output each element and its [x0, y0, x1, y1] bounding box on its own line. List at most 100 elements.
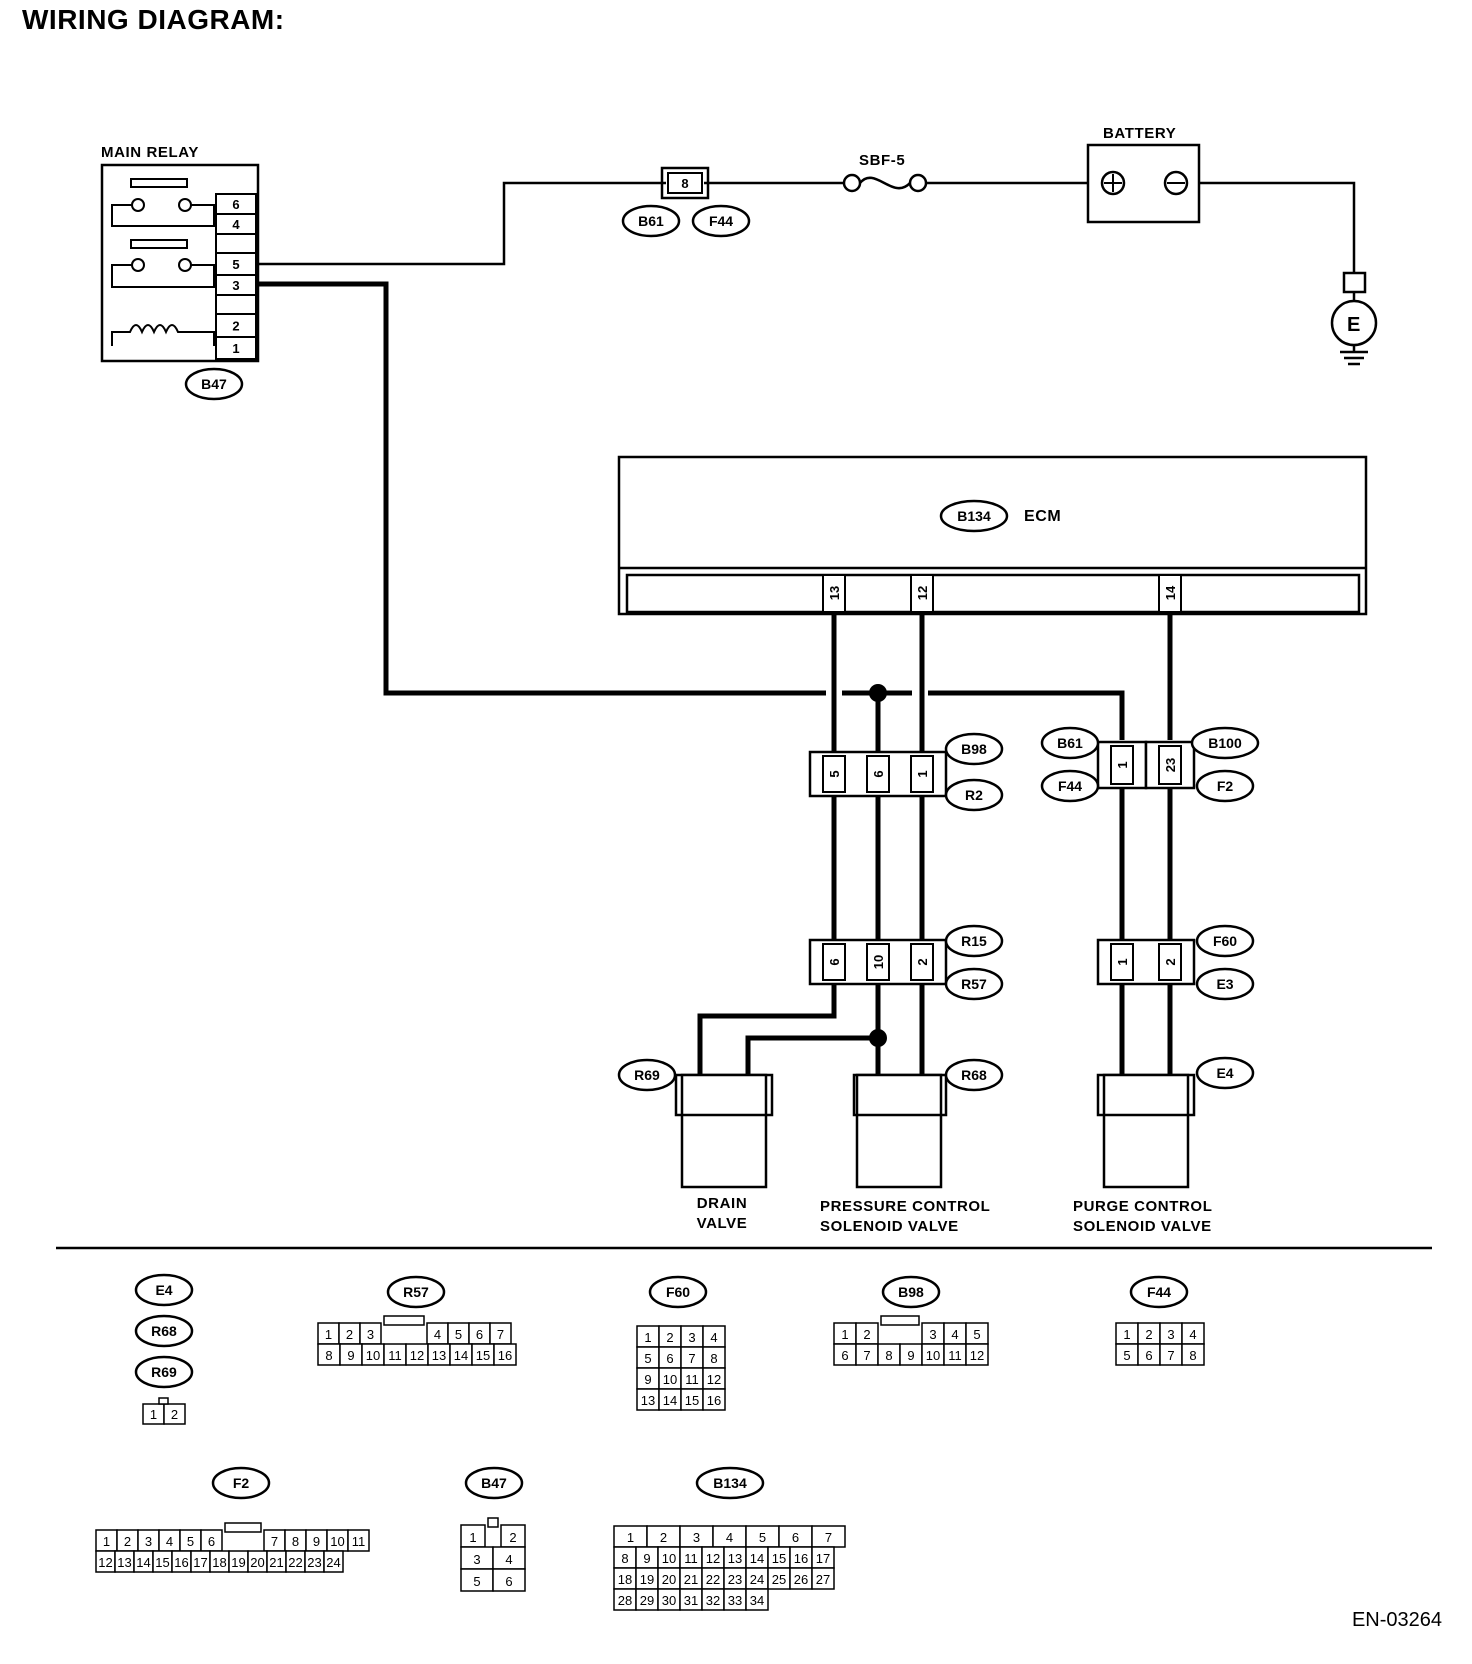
legend-pin-label: 18	[212, 1555, 226, 1570]
badge-label: F60	[666, 1284, 690, 1300]
connector-pin-label: 2	[915, 958, 930, 965]
badge-label: B61	[638, 213, 664, 229]
fuse-connector-pin: 8	[681, 176, 688, 191]
legend-pin-label: 1	[627, 1530, 634, 1545]
badge-outline	[944, 732, 1004, 766]
legend-pin-label: 7	[497, 1327, 504, 1342]
badge-label: B98	[898, 1284, 924, 1300]
legend-pin-label: 7	[825, 1530, 832, 1545]
valve-bodies	[680, 1073, 1190, 1189]
legend-pin-label: 26	[794, 1572, 808, 1587]
connector-pin-cell	[866, 943, 890, 981]
legend-pin-label: 23	[728, 1572, 742, 1587]
legend-pin-label: 6	[792, 1530, 799, 1545]
purge-valve-label-line2: SOLENOID VALVE	[1073, 1218, 1212, 1235]
badge-label: F44	[709, 213, 733, 229]
connector-pin-label: 23	[1163, 758, 1178, 772]
badge-label: R57	[403, 1284, 429, 1300]
badge-b61-top: B61	[621, 204, 681, 238]
legend-pin-label: 32	[706, 1593, 720, 1608]
legend-pin-cell	[492, 1568, 526, 1592]
badge-outline	[1190, 726, 1260, 760]
connector-pin-cell	[866, 755, 890, 793]
connector-b61-f44: 1	[1096, 740, 1148, 790]
legend-badge-e4: E4	[134, 1273, 194, 1307]
fuse-connector-8: 8	[660, 166, 710, 200]
legend-pin-label: 16	[174, 1555, 188, 1570]
legend-pin-label: 13	[728, 1551, 742, 1566]
badge-outline	[944, 967, 1004, 1001]
badge-b61: B61	[1040, 726, 1100, 760]
legend-pin-label: 5	[1123, 1348, 1130, 1363]
legend-pin-label: 20	[662, 1572, 676, 1587]
connector-latch	[880, 1315, 920, 1326]
legend-pin-label: 10	[662, 1551, 676, 1566]
badge-outline	[211, 1466, 271, 1500]
badge-r57: R57	[944, 967, 1004, 1001]
legend-pin-label: 1	[841, 1327, 848, 1342]
badge-e4: E4	[1195, 1056, 1255, 1090]
connector-pin-label: 1	[915, 770, 930, 777]
legend-pin-label: 11	[388, 1348, 402, 1363]
inline-connectors: 561123610212211212	[674, 740, 1196, 1117]
connector-pin-label: 2	[1163, 958, 1178, 965]
drain-valve-label-line2: VALVE	[697, 1215, 748, 1232]
relay-coil	[111, 324, 215, 346]
badge-r69: R69	[617, 1058, 677, 1092]
legend-pin-label: 6	[841, 1348, 848, 1363]
sbf-terminal	[908, 173, 928, 193]
legend-pin-label: 6	[476, 1327, 483, 1342]
legend-pin-label: 27	[816, 1572, 830, 1587]
legend-badge-f60: F60	[648, 1275, 708, 1309]
legend-pin-label: 13	[432, 1348, 446, 1363]
wire-bus-to-purge	[928, 690, 1125, 740]
ecm-label: ECM	[1024, 508, 1061, 525]
badge-r68: R68	[944, 1058, 1004, 1092]
connector-pin-label: 1	[1115, 761, 1130, 768]
splice-junction	[869, 684, 887, 702]
legend-pin-label: 6	[208, 1534, 215, 1549]
badge-label: F2	[1217, 778, 1234, 794]
legend-pin-label: 24	[326, 1555, 340, 1570]
legend-pin-label: 8	[325, 1348, 332, 1363]
main-relay-body	[100, 163, 260, 363]
legend-pin-label: 23	[307, 1555, 321, 1570]
legend-badge-b47: B47	[464, 1466, 524, 1500]
legend-pin-label: 14	[750, 1551, 764, 1566]
badge-outline	[134, 1314, 194, 1348]
ecm-pin-label: 12	[915, 586, 930, 600]
legend-pin-label: 2	[863, 1327, 870, 1342]
ecm-connector-strip	[625, 573, 1361, 614]
legend-pin-label: 1	[150, 1407, 157, 1422]
relay-contact	[131, 198, 145, 212]
drain-valve-body	[680, 1073, 768, 1189]
badge-label: F44	[1147, 1284, 1171, 1300]
badge-label: R69	[634, 1067, 660, 1083]
badge-outline	[944, 778, 1004, 812]
connector-latch	[383, 1315, 425, 1326]
main-relay-label: MAIN RELAY	[101, 144, 199, 161]
badge-label: E4	[155, 1282, 172, 1298]
legend-pin-label: 4	[1189, 1327, 1196, 1342]
legend-pin-label: 12	[970, 1348, 984, 1363]
badge-r2: R2	[944, 778, 1004, 812]
ground-label: E	[1347, 314, 1361, 336]
legend-pin-label: 25	[772, 1572, 786, 1587]
connector-pin-cell	[1110, 943, 1134, 981]
ground-icon	[1340, 345, 1368, 366]
badge-label: R69	[151, 1364, 177, 1380]
purge-valve-body	[1102, 1073, 1190, 1189]
ground-terminal: E	[1330, 271, 1378, 366]
legend-pin-cell	[1181, 1343, 1205, 1366]
pressure-valve-body	[855, 1073, 943, 1189]
legend-pin-label: 3	[145, 1534, 152, 1549]
legend-pin-label: 3	[693, 1530, 700, 1545]
legend-pin-label: 17	[193, 1555, 207, 1570]
fuse-connector-inner	[667, 172, 703, 194]
legend-pin-label: 22	[288, 1555, 302, 1570]
